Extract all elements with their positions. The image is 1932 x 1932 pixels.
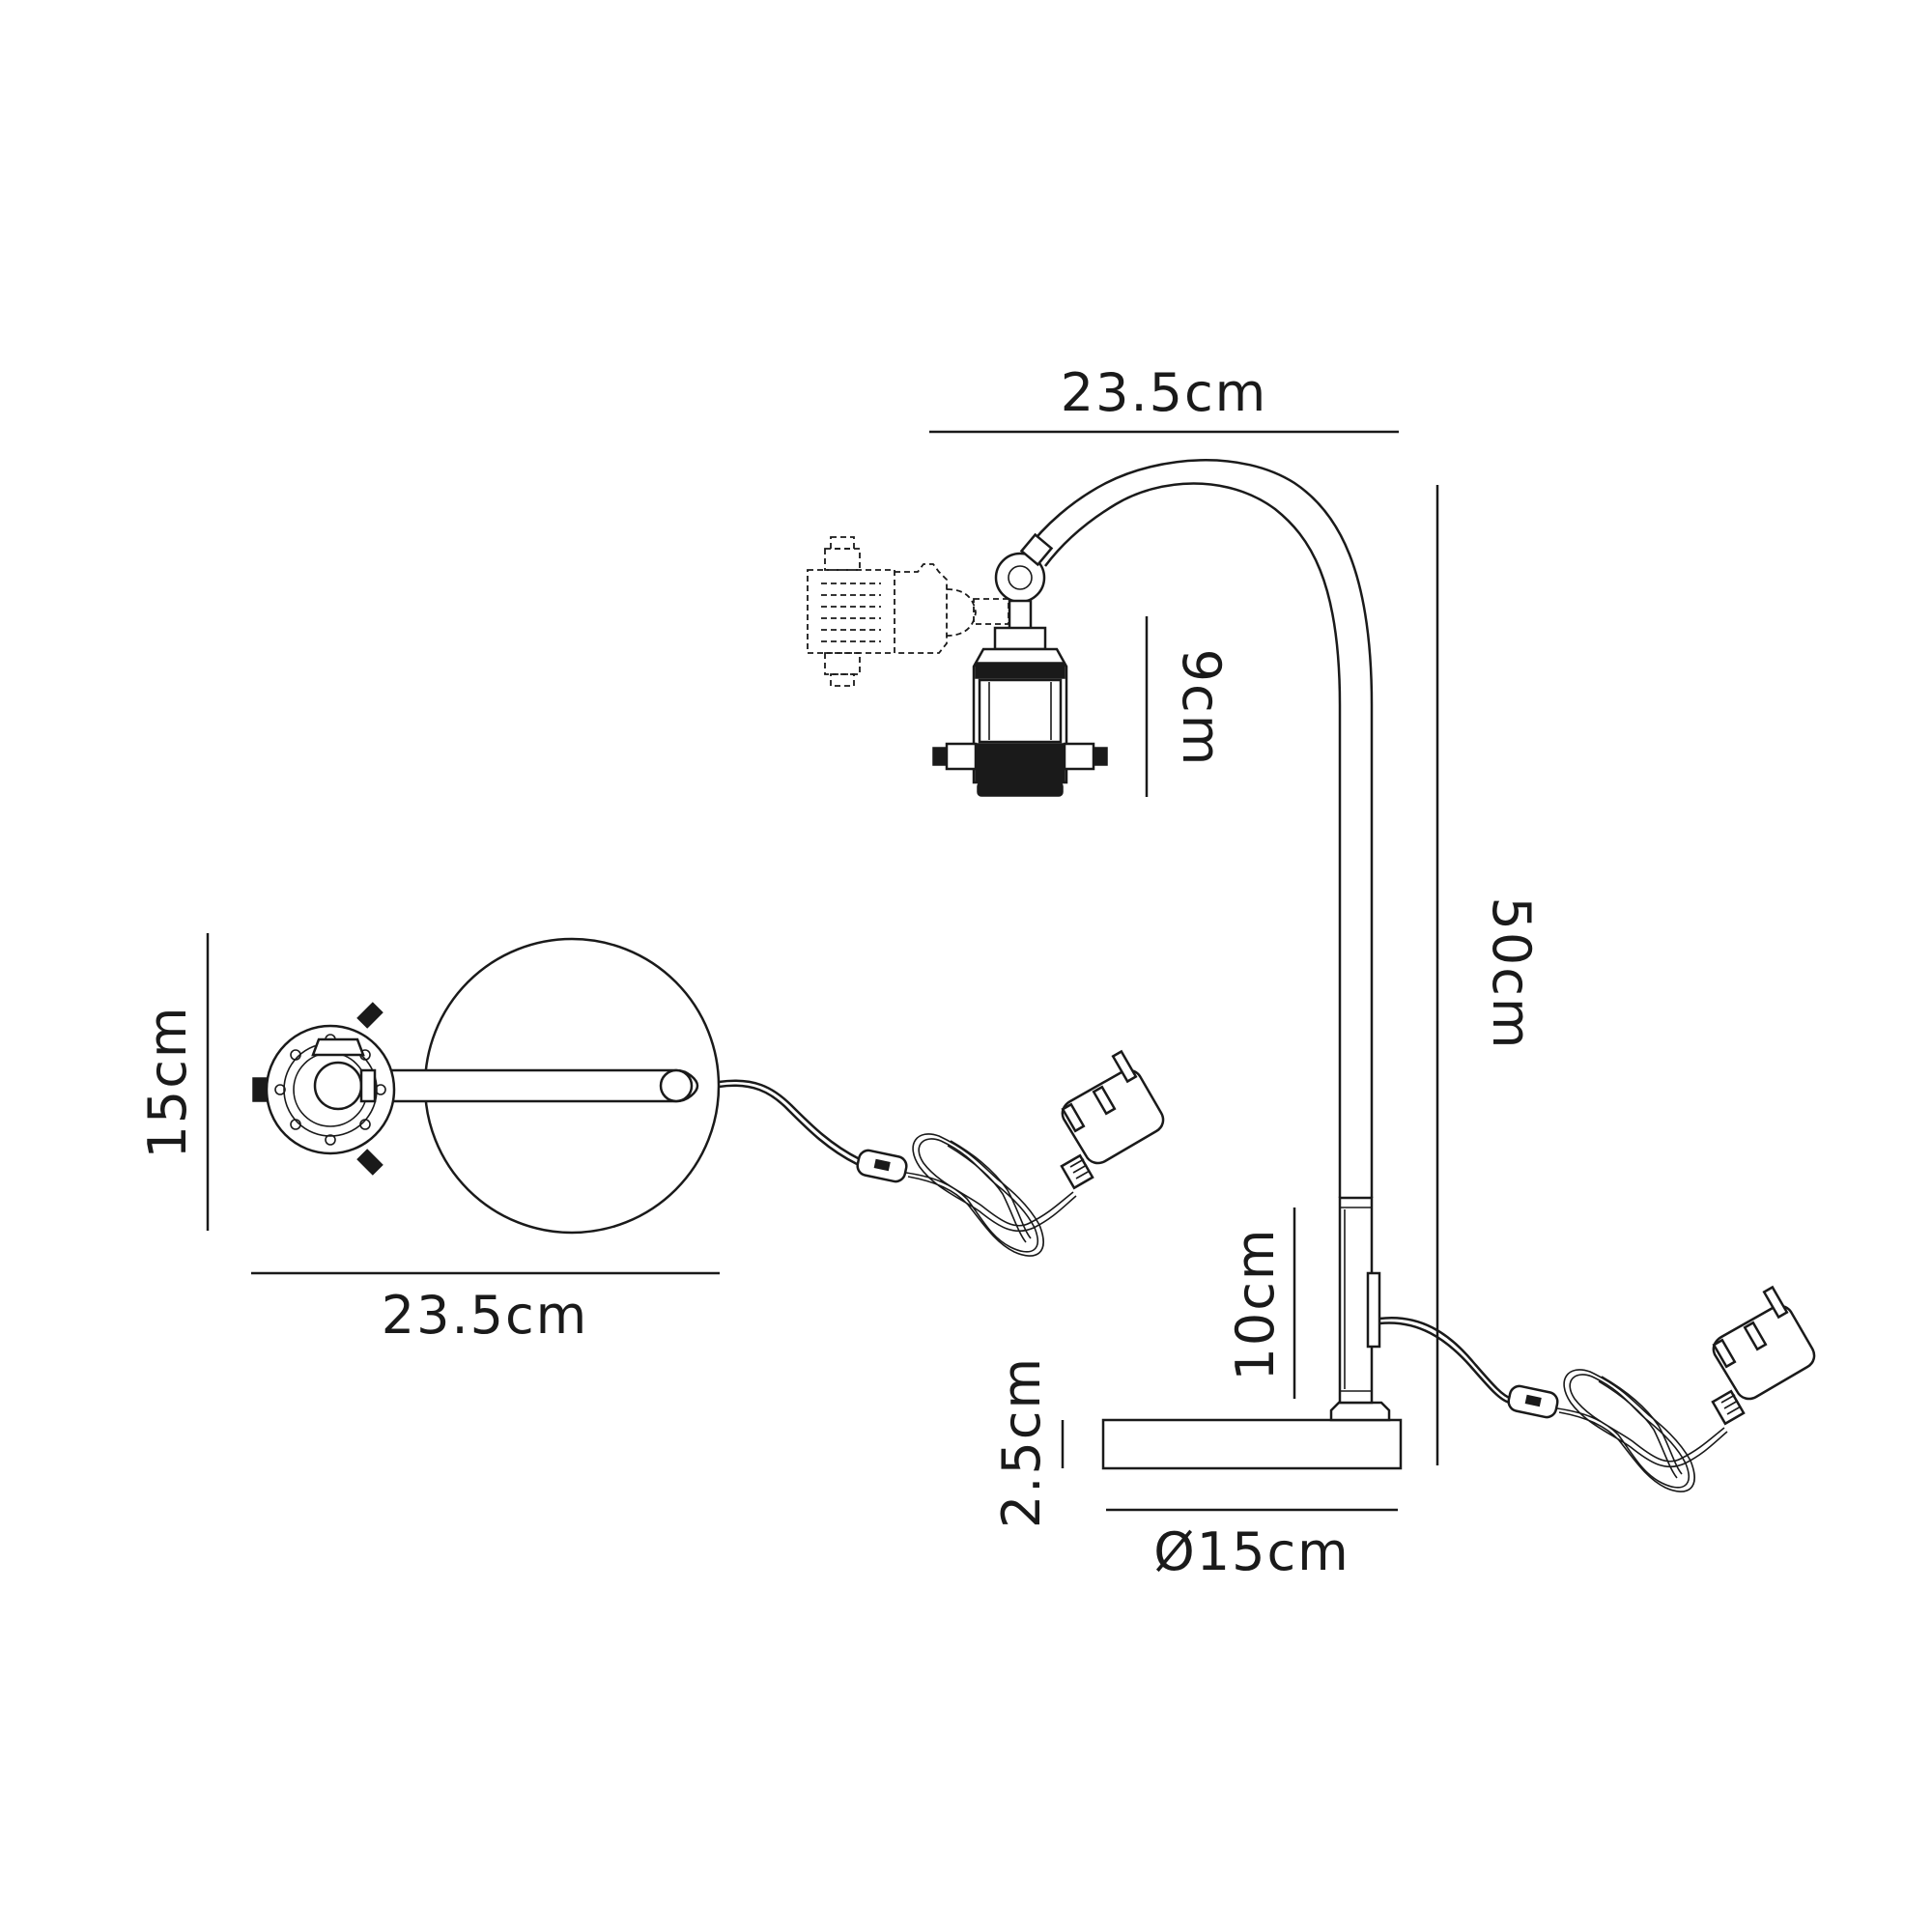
plan-stem-top <box>659 1068 694 1103</box>
shade-height-label: 9cm <box>1171 649 1232 768</box>
side-power-cable <box>1378 1316 1513 1401</box>
plan-socket <box>252 1002 396 1176</box>
base-height-label: 2.5cm <box>991 1356 1052 1528</box>
socket-alternate-position <box>807 536 1009 687</box>
plan-power-cable <box>718 1079 861 1161</box>
plan-arm <box>365 1068 699 1103</box>
plan-uk-plug <box>1060 1049 1165 1190</box>
base-collar <box>1329 1401 1391 1422</box>
side-elevation: 23.5cm 50cm 9cm 10cm 2.5cm Ø15cm <box>807 362 1816 1582</box>
plan-view: 15cm 23.5cm <box>137 933 1165 1346</box>
plan-coiled-cable <box>905 1133 1077 1257</box>
base-diameter-label: Ø15cm <box>1153 1521 1350 1582</box>
plan-depth-label: 15cm <box>137 1005 198 1158</box>
lamp-arm-outer <box>1044 482 1342 1198</box>
lamp-socket <box>932 599 1108 797</box>
lamp-base <box>1101 1418 1403 1470</box>
side-coiled-cable <box>1556 1369 1728 1492</box>
side-uk-plug <box>1711 1285 1816 1426</box>
overall-height-label: 50cm <box>1481 896 1542 1050</box>
plan-width-label: 23.5cm <box>382 1285 589 1346</box>
stem-height-label: 10cm <box>1225 1227 1286 1380</box>
lamp-arm-inner <box>1024 459 1374 1198</box>
top-width-label: 23.5cm <box>1061 362 1268 423</box>
cable-entry-block <box>1366 1271 1381 1349</box>
